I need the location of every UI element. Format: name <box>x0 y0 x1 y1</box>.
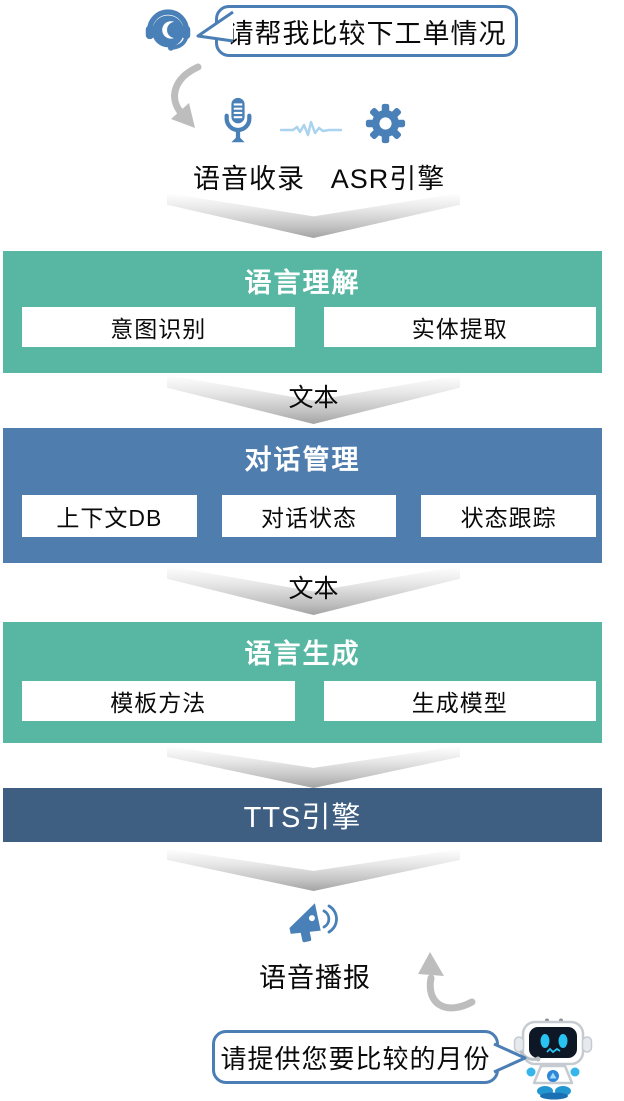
bot-speech-text: 请提供您要比较的月份 <box>220 1043 491 1074</box>
stage-tts-engine: TTS引擎 <box>3 788 602 842</box>
stage-item-entity-extraction: 实体提取 <box>323 307 596 347</box>
gear-icon <box>364 100 407 147</box>
stage-item-dialogue-state: 对话状态 <box>221 495 397 537</box>
flow-arrow-nlg-to-tts <box>167 746 460 788</box>
bot-bubble-tail-icon <box>492 1041 528 1075</box>
stage-title: TTS引擎 <box>243 802 362 834</box>
megaphone-icon <box>284 897 342 943</box>
stage-title: 语言生成 <box>244 639 361 669</box>
microphone-icon <box>221 95 255 146</box>
stage-language-understanding: 语言理解 意图识别 实体提取 <box>3 251 602 373</box>
stage-language-generation: 语言生成 模板方法 生成模型 <box>3 622 602 743</box>
headset-agent-icon <box>139 4 197 53</box>
stage-item-generative-model: 生成模型 <box>323 681 596 721</box>
text-flow-label: 文本 <box>288 384 339 412</box>
flow-arrow-asr-to-nlu <box>167 193 460 238</box>
stage-item-context-db: 上下文DB <box>22 495 197 537</box>
stage-item-template-method: 模板方法 <box>22 681 295 721</box>
voice-broadcast-label: 语音播报 <box>259 963 371 993</box>
user-bubble-tail-icon <box>193 9 235 45</box>
flow-arrow-tts-to-output <box>167 849 460 891</box>
stage-item-intent-recognition: 意图识别 <box>22 307 295 347</box>
robot-icon <box>511 1016 599 1100</box>
stage-item-state-tracking: 状态跟踪 <box>421 495 597 537</box>
user-speech-bubble: 请帮我比较下工单情况 <box>215 5 518 57</box>
stage-title: 对话管理 <box>244 445 361 475</box>
bot-speech-bubble: 请提供您要比较的月份 <box>212 1030 499 1084</box>
waveform-icon <box>280 118 342 142</box>
curved-arrow-down-icon <box>162 62 220 138</box>
voice-capture-label: 语音收录 <box>193 164 305 194</box>
curved-arrow-up-icon <box>380 942 480 1014</box>
asr-engine-label: ASR引擎 <box>330 164 446 194</box>
user-speech-text: 请帮我比较下工单情况 <box>226 18 507 49</box>
text-flow-label: 文本 <box>288 575 339 603</box>
stage-dialogue-management: 对话管理 上下文DB 对话状态 状态跟踪 <box>3 428 602 563</box>
stage-title: 语言理解 <box>244 268 361 298</box>
